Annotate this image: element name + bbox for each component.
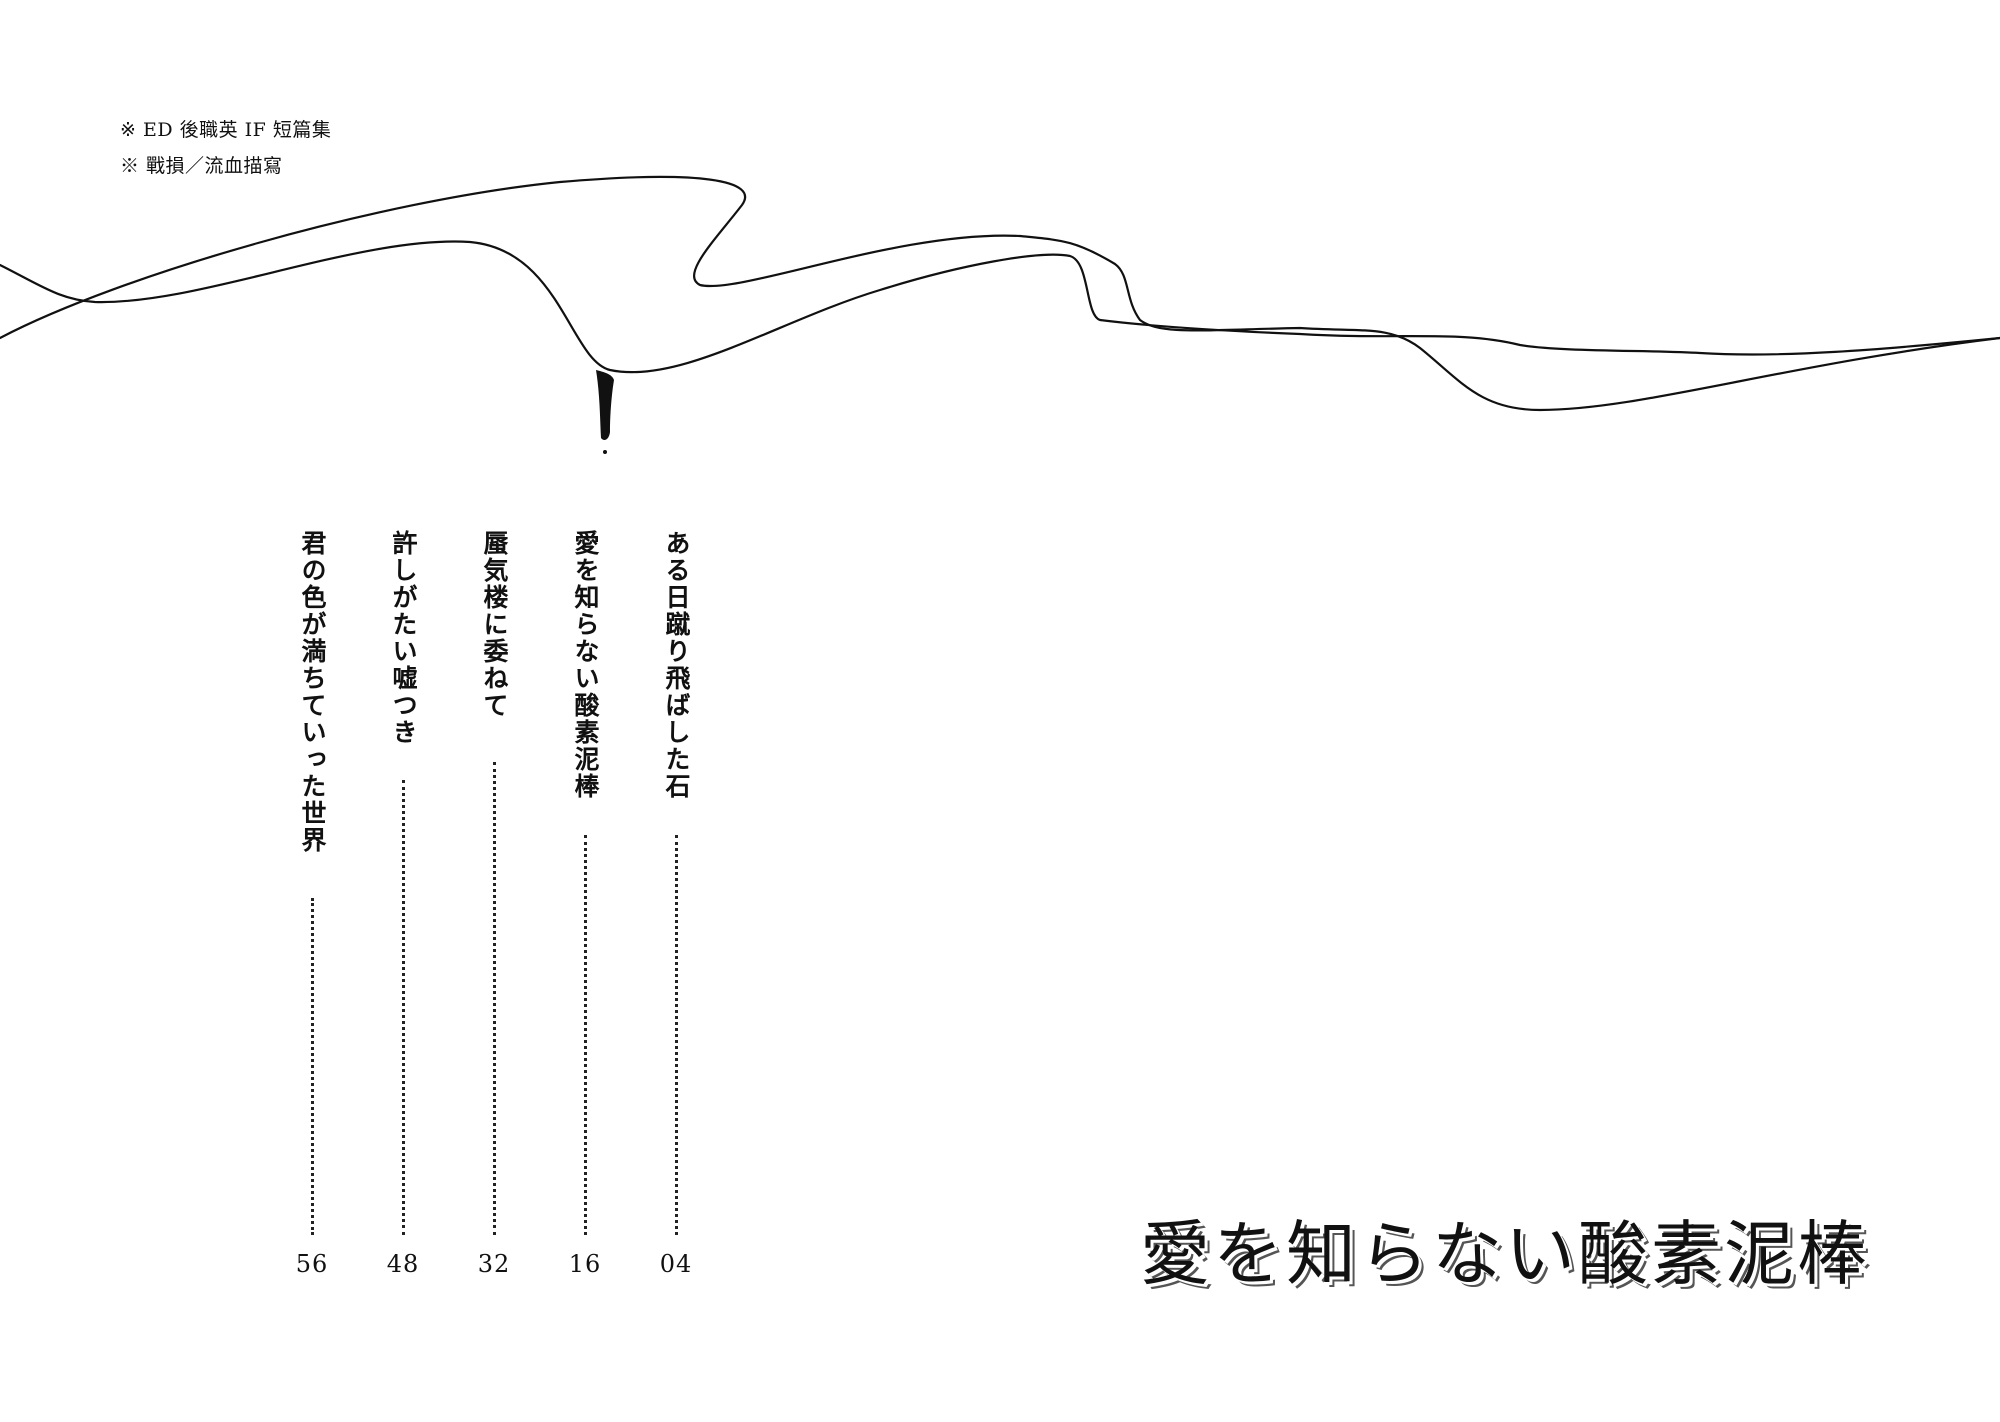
toc-leader-dots	[311, 898, 314, 1235]
toc-entry-4[interactable]: 許しがたい嘘つき 48	[381, 530, 425, 1285]
toc-entry-3[interactable]: 蜃気楼に委ねて 32	[472, 530, 516, 1285]
toc-entry-title: 愛を知らない酸素泥棒	[571, 530, 600, 800]
toc-leader-dots	[675, 835, 678, 1235]
ink-droplet	[603, 450, 607, 454]
toc-entry-1[interactable]: ある日蹴り飛ばした石 04	[654, 530, 698, 1285]
wave-line-lower	[0, 175, 2000, 412]
toc-entry-2[interactable]: 愛を知らない酸素泥棒 16	[563, 530, 607, 1285]
toc-page-number: 04	[659, 1250, 693, 1278]
toc-entry-title: 蜃気楼に委ねて	[480, 530, 509, 719]
toc-page-number: 48	[386, 1250, 420, 1278]
toc-page-number: 16	[568, 1250, 602, 1278]
note-line: ※ 戰損／流血描寫	[120, 155, 283, 177]
book-title: 愛を知らない酸素泥棒	[1140, 1213, 1870, 1295]
toc-entry-title: 君の色が満ちていった世界	[298, 530, 327, 854]
toc-leader-dots	[493, 762, 496, 1235]
toc-page-number: 56	[295, 1250, 329, 1278]
toc-leader-dots	[584, 835, 587, 1235]
toc-entry-title: 許しがたい嘘つき	[389, 530, 418, 746]
toc-entry-5[interactable]: 君の色が満ちていった世界 56	[290, 530, 334, 1285]
toc-page-number: 32	[477, 1250, 511, 1278]
content-warnings: ※ ED 後職英 IF 短篇集 ※ 戰損／流血描寫	[120, 112, 331, 184]
note-line: ※ ED 後職英 IF 短篇集	[120, 119, 332, 141]
toc-leader-dots	[402, 780, 405, 1235]
toc-entry-title: ある日蹴り飛ばした石	[662, 530, 691, 800]
decorative-line-illustration	[0, 175, 2000, 454]
wave-line-upper	[0, 240, 2000, 374]
ink-drip	[596, 370, 614, 440]
